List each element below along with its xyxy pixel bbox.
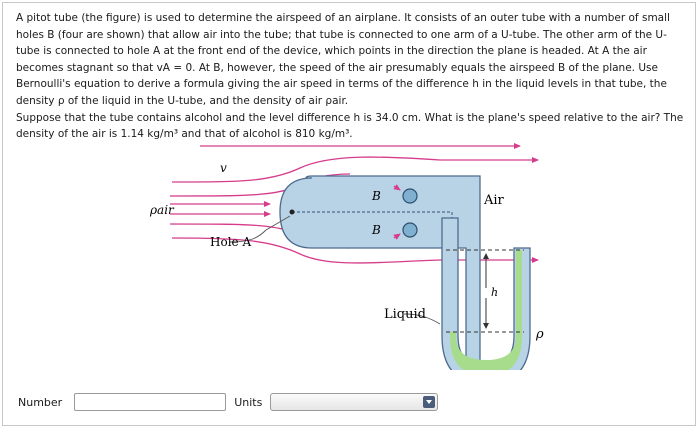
units-dropdown[interactable] [270,393,439,411]
label-h: h [491,286,498,299]
label-b-top: B [371,189,381,203]
label-rho: ρ [535,327,544,342]
liquid-leader [403,313,441,325]
hole-a-leader [229,215,291,243]
label-air: Air [483,193,505,208]
outer-tube [279,175,481,370]
units-label: Units [234,395,263,409]
hole-a-dot [289,209,295,215]
label-liquid: Liquid [384,307,426,322]
flow-arrow-b-bottom [393,233,401,240]
number-label: Number [18,395,63,409]
streamline-7 [171,237,539,264]
problem-paragraph-1: A pitot tube (the figure) is used to det… [16,12,670,107]
inner-tube [292,211,453,218]
chevron-down-icon[interactable] [423,396,436,408]
problem-paragraph-2: Suppose that the tube contains alcohol a… [16,111,684,141]
label-rho-air: ρair [149,203,175,217]
pitot-tube-figure: v ρair B B Air Hole A h Liquid ρ [149,143,544,370]
label-hole-a: Hole A [210,235,251,249]
answer-row: Number Units [18,391,439,413]
label-b-bottom: B [371,223,381,237]
hole-b-bottom-icon [402,222,418,238]
liquid-fill [450,250,522,370]
hole-b-top-icon [402,188,418,204]
label-v: v [220,161,227,175]
problem-text: A pitot tube (the figure) is used to det… [16,10,688,143]
question-frame [2,2,696,426]
streamline-2 [171,156,539,183]
number-input[interactable] [74,393,227,411]
flow-arrow-b-top [393,184,401,191]
